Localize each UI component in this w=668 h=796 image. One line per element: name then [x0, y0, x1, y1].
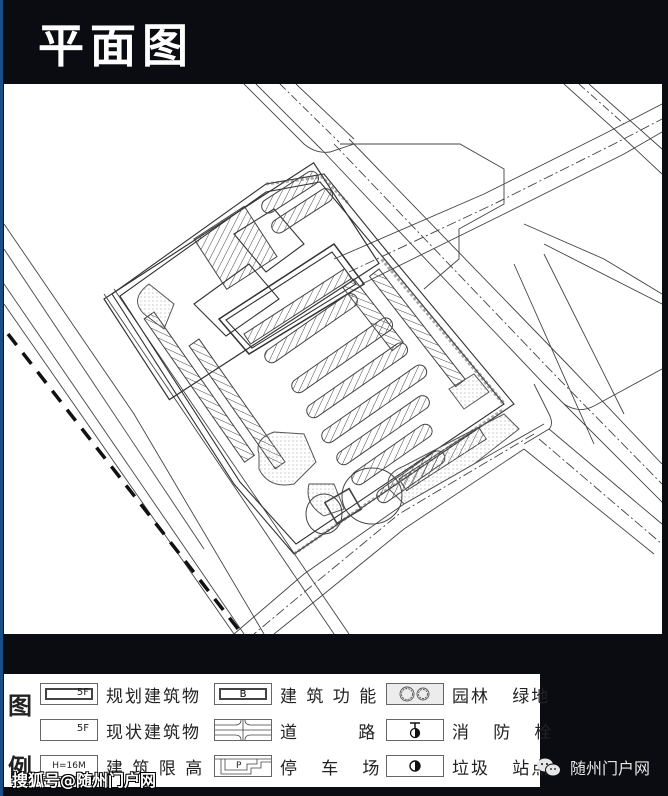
tree-swatch-icon: [386, 683, 444, 705]
svg-text:P: P: [236, 761, 242, 771]
legend-heading-top: 图: [8, 692, 32, 720]
legend-label: 道 路: [280, 722, 378, 743]
watermark-sohu: 搜狐号@随州门户网: [12, 771, 157, 790]
legend-label: 建 筑 功 能: [280, 686, 379, 707]
garbage-station-icon: [386, 755, 444, 777]
legend-label: 园林 绿地: [452, 686, 551, 707]
wechat-icon: [536, 757, 562, 777]
fire-hydrant-icon: [386, 719, 444, 741]
site-plan-map: [4, 84, 662, 634]
page-title: 平面图: [38, 19, 194, 73]
legend-item-fire-hydrant: 消 防 栓: [386, 716, 553, 744]
watermark-wechat-text: 随州门户网: [570, 759, 651, 778]
legend-item-building-function: B 建 筑 功 能: [214, 680, 378, 708]
legend-label: 消 防 栓: [452, 722, 554, 743]
height-limit-swatch-icon: H=16M: [40, 755, 98, 777]
legend-label: 规划建筑物: [106, 686, 201, 707]
legend-item-garbage-station: 垃圾 站点: [386, 752, 550, 780]
parking-swatch-icon: P: [214, 755, 272, 777]
road-swatch-icon: [214, 719, 272, 741]
legend-item-green-space: 园林 绿地: [386, 680, 550, 708]
legend-heading-bottom: 例: [8, 754, 32, 782]
legend-item-road: 道 路: [214, 716, 377, 744]
planned-building-swatch-icon: 5F: [40, 683, 98, 705]
legend-label: 垃圾 站点: [452, 758, 551, 779]
legend-item-planned-building: 5F 规划建筑物: [40, 680, 201, 708]
legend-item-existing-building: 5F 现状建筑物: [40, 716, 201, 744]
legend-label: 建 筑 限 高: [106, 758, 205, 779]
legend-label: 现状建筑物: [106, 722, 201, 743]
building-function-swatch-icon: B: [214, 683, 272, 705]
left-accent-strip: [0, 0, 3, 796]
existing-building-swatch-icon: 5F: [40, 719, 98, 741]
legend-item-height-limit: H=16M 建 筑 限 高: [40, 752, 204, 780]
legend-item-parking: P 停 车 场: [214, 752, 381, 780]
watermark-wechat: 随州门户网: [536, 755, 650, 779]
legend-label: 停 车 场: [280, 758, 382, 779]
legend-box: 图 例 5F 规划建筑物 5F 现状建筑物 H=16M 建 筑 限 高 B 建 …: [4, 674, 551, 787]
